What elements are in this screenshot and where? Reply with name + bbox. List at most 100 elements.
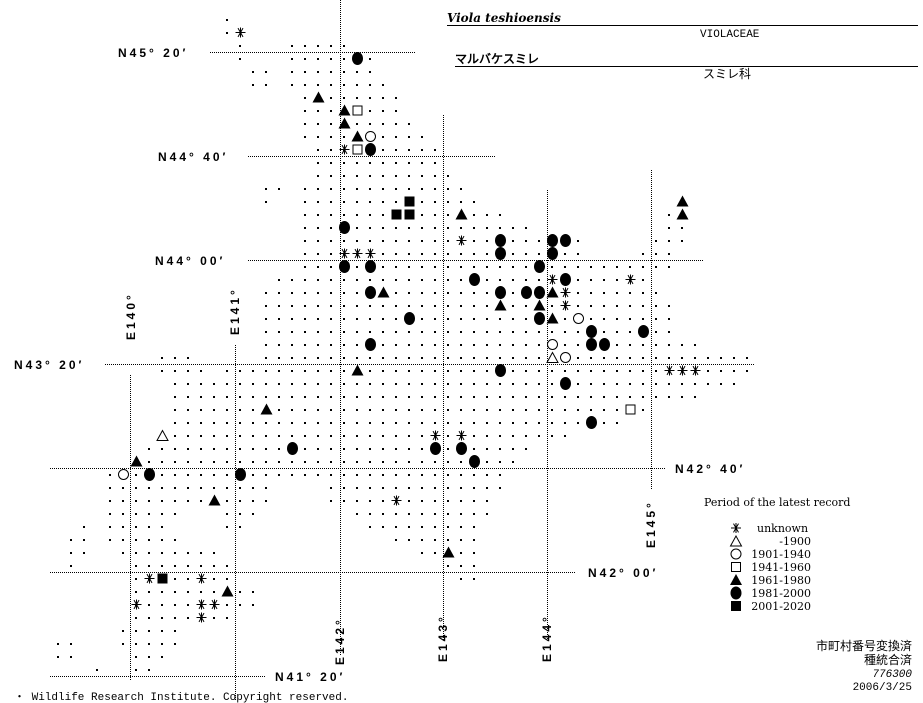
mesh-dot bbox=[681, 383, 683, 385]
marker-1981-2000 bbox=[430, 441, 441, 455]
mesh-dot bbox=[148, 552, 150, 554]
mesh-dot bbox=[356, 227, 358, 229]
mesh-dot bbox=[174, 474, 176, 476]
mesh-dot bbox=[460, 513, 462, 515]
mesh-dot bbox=[304, 383, 306, 385]
mesh-dot bbox=[447, 383, 449, 385]
mesh-dot bbox=[434, 344, 436, 346]
mesh-dot bbox=[252, 500, 254, 502]
mesh-dot bbox=[57, 656, 59, 658]
mesh-dot bbox=[239, 383, 241, 385]
mesh-dot bbox=[343, 461, 345, 463]
mesh-dot bbox=[330, 188, 332, 190]
lon-label-143: E143° bbox=[436, 614, 450, 662]
mesh-dot bbox=[408, 331, 410, 333]
mesh-dot bbox=[447, 422, 449, 424]
mesh-dot bbox=[408, 240, 410, 242]
mesh-dot bbox=[265, 357, 267, 359]
mesh-dot bbox=[408, 513, 410, 515]
mesh-dot bbox=[590, 279, 592, 281]
mesh-dot bbox=[447, 513, 449, 515]
mesh-dot bbox=[642, 305, 644, 307]
mesh-dot bbox=[408, 227, 410, 229]
mesh-dot bbox=[668, 396, 670, 398]
mesh-dot bbox=[226, 383, 228, 385]
mesh-dot bbox=[369, 201, 371, 203]
mesh-dot bbox=[486, 214, 488, 216]
mesh-dot bbox=[473, 344, 475, 346]
mesh-dot bbox=[343, 201, 345, 203]
mesh-dot bbox=[304, 84, 306, 86]
mesh-dot bbox=[616, 305, 618, 307]
marker-1981-2000 bbox=[339, 260, 350, 273]
mesh-dot bbox=[161, 357, 163, 359]
mesh-dot bbox=[291, 45, 293, 47]
mesh-dot bbox=[421, 292, 423, 294]
mesh-dot bbox=[603, 318, 605, 320]
mesh-dot bbox=[486, 253, 488, 255]
mesh-dot bbox=[265, 84, 267, 86]
mesh-dot bbox=[148, 461, 150, 463]
mesh-dot bbox=[369, 175, 371, 177]
mesh-dot bbox=[330, 149, 332, 151]
mesh-dot bbox=[83, 526, 85, 528]
mesh-dot bbox=[616, 266, 618, 268]
mesh-dot bbox=[330, 344, 332, 346]
record-markers bbox=[118, 27, 701, 623]
mesh-dot bbox=[447, 240, 449, 242]
mesh-dot bbox=[239, 526, 241, 528]
mesh-dot bbox=[460, 487, 462, 489]
mesh-dot bbox=[668, 253, 670, 255]
mesh-dot bbox=[434, 552, 436, 554]
mesh-dot bbox=[421, 162, 423, 164]
mesh-dot bbox=[486, 396, 488, 398]
mesh-dot bbox=[512, 409, 514, 411]
marker-1901-1940 bbox=[560, 351, 571, 363]
mesh-dot bbox=[369, 422, 371, 424]
marker-unknown bbox=[690, 365, 701, 376]
filled-triangle-icon bbox=[730, 574, 742, 585]
filled-square-icon bbox=[731, 601, 741, 611]
mesh-dot bbox=[434, 253, 436, 255]
mesh-dot bbox=[603, 266, 605, 268]
mesh-dot bbox=[317, 123, 319, 125]
mesh-dot bbox=[707, 370, 709, 372]
mesh-dot bbox=[174, 383, 176, 385]
marker-unknown bbox=[456, 430, 467, 441]
marker-1961-1980 bbox=[351, 364, 364, 376]
marker-1961-1980 bbox=[676, 195, 689, 207]
marker-unknown bbox=[339, 144, 350, 155]
mesh-dot bbox=[382, 110, 384, 112]
mesh-dot bbox=[304, 396, 306, 398]
mesh-dot bbox=[668, 266, 670, 268]
mesh-dot bbox=[421, 422, 423, 424]
mesh-dot bbox=[395, 110, 397, 112]
mesh-dot bbox=[122, 487, 124, 489]
marker-unknown bbox=[339, 248, 350, 259]
mesh-dot bbox=[460, 539, 462, 541]
mesh-dot bbox=[616, 318, 618, 320]
mesh-dot bbox=[161, 500, 163, 502]
mesh-dot bbox=[304, 136, 306, 138]
mesh-dot bbox=[356, 292, 358, 294]
mesh-dot bbox=[655, 266, 657, 268]
mesh-dot bbox=[499, 409, 501, 411]
mesh-dot bbox=[629, 344, 631, 346]
mesh-dot bbox=[291, 305, 293, 307]
mesh-dot bbox=[343, 448, 345, 450]
mesh-dot bbox=[239, 448, 241, 450]
mesh-dot bbox=[408, 149, 410, 151]
mesh-dot bbox=[616, 331, 618, 333]
mesh-dot bbox=[512, 318, 514, 320]
mesh-dot bbox=[252, 409, 254, 411]
mesh-dot bbox=[408, 487, 410, 489]
mesh-dot bbox=[629, 370, 631, 372]
mesh-dot bbox=[408, 305, 410, 307]
mesh-dot bbox=[447, 201, 449, 203]
mesh-dot bbox=[382, 149, 384, 151]
mesh-dot bbox=[525, 370, 527, 372]
mesh-dot bbox=[239, 513, 241, 515]
marker-1981-2000 bbox=[235, 467, 246, 481]
mesh-dot bbox=[460, 318, 462, 320]
mesh-dot bbox=[473, 513, 475, 515]
